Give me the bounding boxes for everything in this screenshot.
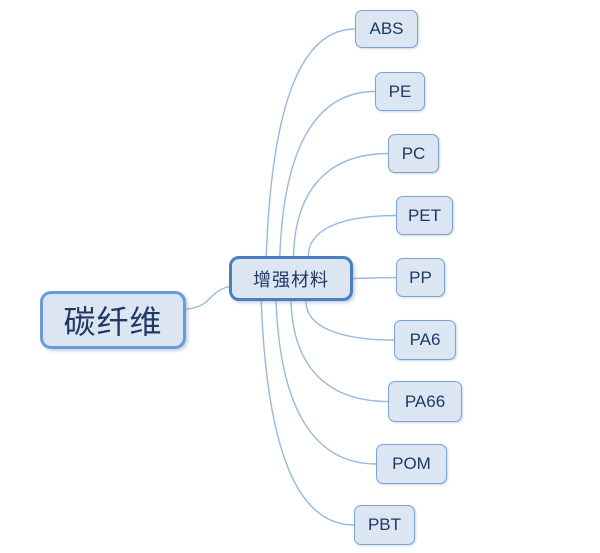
node-leaf-pc[interactable]: PC [388, 134, 439, 173]
node-leaf-pc-label: PC [401, 143, 426, 163]
node-leaf-pom[interactable]: POM [376, 444, 447, 484]
node-leaf-pom-label: POM [392, 454, 431, 473]
node-center[interactable]: 增强材料 [229, 256, 353, 301]
node-leaf-pbt-label: PBT [367, 515, 402, 534]
node-leaf-pa66[interactable]: PA66 [388, 381, 462, 422]
node-leaf-abs-label: ABS [369, 19, 404, 38]
connector-center-to-abs [265, 28, 356, 257]
node-leaf-pbt[interactable]: PBT [354, 505, 415, 545]
connector-center-to-pa6 [305, 300, 395, 341]
connector-center-to-pa66 [290, 300, 389, 403]
connector-center-to-pp [352, 276, 397, 280]
node-leaf-pe-label: PE [388, 81, 412, 101]
node-leaf-abs[interactable]: ABS [355, 10, 418, 48]
node-leaf-pp-label: PP [409, 267, 432, 287]
node-center-label: 增强材料 [253, 269, 329, 290]
connector-center-to-pc [292, 152, 389, 257]
node-leaf-pet-label: PET [407, 205, 442, 225]
node-leaf-pa66-label: PA66 [404, 391, 446, 411]
connector-center-to-pom [275, 300, 377, 465]
connector-center-to-pbt [260, 300, 355, 526]
node-root[interactable]: 碳纤维 [40, 291, 186, 349]
node-leaf-pa6[interactable]: PA6 [394, 320, 456, 360]
connector-root-to-center [185, 285, 230, 310]
node-leaf-pa6-label: PA6 [409, 330, 441, 349]
node-leaf-pet[interactable]: PET [396, 196, 453, 235]
node-root-label: 碳纤维 [63, 304, 163, 340]
connector-center-to-pe [279, 90, 376, 257]
connector-center-to-pet [307, 214, 397, 257]
node-leaf-pp[interactable]: PP [396, 258, 445, 297]
node-leaf-pe[interactable]: PE [375, 72, 425, 111]
